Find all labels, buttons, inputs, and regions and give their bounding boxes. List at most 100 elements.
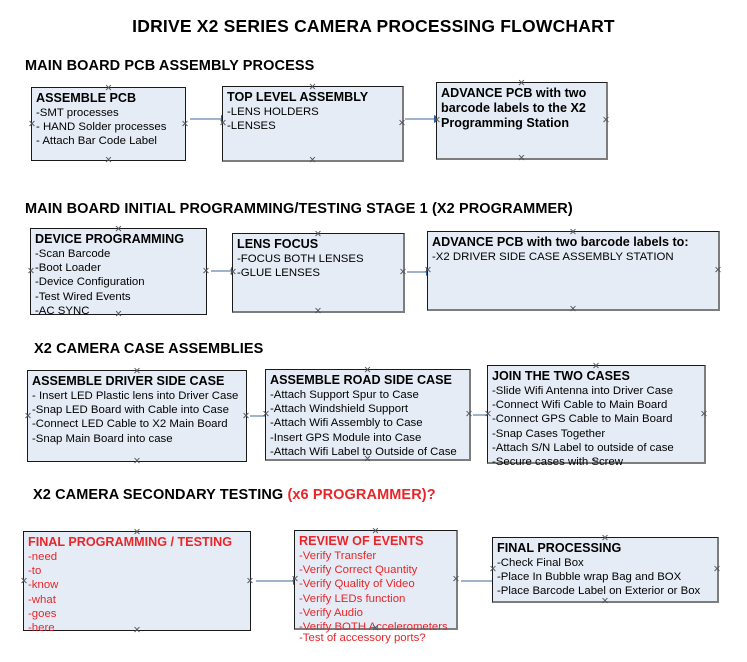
box-line: -Connect LED Cable to X2 Main Board xyxy=(32,418,228,431)
box-final-processing[interactable]: FINAL PROCESSING -Check Final Box -Place… xyxy=(489,533,721,606)
section-heading-2-text: MAIN BOARD INITIAL PROGRAMMING/TESTING S… xyxy=(25,201,573,217)
section-heading-4: X2 CAMERA SECONDARY TESTING (x6 PROGRAMM… xyxy=(33,487,436,503)
resize-handle-bottom[interactable]: ✕ xyxy=(517,152,526,164)
box-line: - Insert LED Plastic lens into Driver Ca… xyxy=(32,390,239,402)
resize-handle-bottom[interactable]: ✕ xyxy=(104,154,113,166)
box-title: JOIN THE TWO CASES xyxy=(492,369,630,383)
box-line: -Place In Bubble wrap Bag and BOX xyxy=(497,571,682,584)
box-assemble-pcb[interactable]: ASSEMBLE PCB -SMT processes - HAND Solde… xyxy=(28,83,189,165)
resize-handle-bottom[interactable]: ✕ xyxy=(314,305,322,317)
box-advance-pcb-driver-side[interactable]: ADVANCE PCB with two barcode labels to: … xyxy=(424,227,722,315)
resize-handle-bottom[interactable]: ✕ xyxy=(308,154,317,166)
box-title: FINAL PROCESSING xyxy=(497,541,622,555)
box-line: -Snap LED Board with Cable into Case xyxy=(32,404,229,417)
box-line: -to xyxy=(28,565,42,578)
box-line: -FOCUS BOTH LENSES xyxy=(237,253,364,265)
box-line: -Verify Transfer xyxy=(299,550,377,562)
box-line: -LENSES xyxy=(227,120,276,133)
resize-handle-right[interactable]: ✕ xyxy=(700,408,708,420)
box-title: TOP LEVEL ASSEMBLY xyxy=(227,90,369,104)
box-line: -Connect GPS Cable to Main Board xyxy=(492,413,673,426)
box-title: ASSEMBLE ROAD SIDE CASE xyxy=(270,373,452,387)
box-line: -SMT processes xyxy=(36,107,119,119)
box-assemble-road-side-case[interactable]: ASSEMBLE ROAD SIDE CASE -Attach Support … xyxy=(262,365,473,464)
box-final-programming-testing[interactable]: FINAL PROGRAMMING / TESTING -need -to -k… xyxy=(20,527,254,635)
resize-handle-right[interactable]: ✕ xyxy=(713,564,721,575)
box-line: -know xyxy=(28,579,59,592)
box-line: -Attach S/N Label to outside of case xyxy=(492,441,674,454)
arrow-assemble-pcb-to-top-level xyxy=(190,114,229,123)
box-line: -Snap Main Board into case xyxy=(32,432,173,445)
box-line: -AC SYNC xyxy=(35,304,90,317)
box-line: -what xyxy=(28,593,56,606)
arrow-device-programming-to-lens-focus xyxy=(211,266,239,275)
box-title: DEVICE PROGRAMMING xyxy=(35,232,185,246)
box-line: -X2 DRIVER SIDE CASE ASSEMBLY STATION xyxy=(432,251,674,263)
box-line: -Boot Loader xyxy=(35,262,101,275)
box-title: LENS FOCUS xyxy=(237,237,319,251)
resize-handle-right[interactable]: ✕ xyxy=(246,575,254,587)
resize-handle-right[interactable]: ✕ xyxy=(452,574,460,585)
box-line: -Device Configuration xyxy=(35,276,145,289)
resize-handle-right[interactable]: ✕ xyxy=(181,118,189,130)
box-line: -Place Barcode Label on Exterior or Box xyxy=(497,585,701,598)
resize-handle-right[interactable]: ✕ xyxy=(714,265,722,276)
box-advance-pcb-station[interactable]: ADVANCE PCB with two barcode labels to t… xyxy=(433,78,610,164)
box-assemble-driver-side-case[interactable]: ASSEMBLE DRIVER SIDE CASE - Insert LED P… xyxy=(24,366,250,466)
box-title: ASSEMBLE DRIVER SIDE CASE xyxy=(32,374,225,388)
section-heading-4-accent: (x6 PROGRAMMER)? xyxy=(287,487,436,503)
box-title: FINAL PROGRAMMING / TESTING xyxy=(28,535,233,549)
section-heading-3: X2 CAMERA CASE ASSEMBLIES xyxy=(34,341,263,357)
box-line: -Attach Wifi Assembly to Case xyxy=(270,417,423,430)
box-line: -Snap Cases Together xyxy=(492,427,606,440)
arrow-review-events-to-final-processing xyxy=(461,576,500,585)
box-title: ADVANCE PCB with two barcode labels to t… xyxy=(441,86,587,130)
box-title: ASSEMBLE PCB xyxy=(36,91,137,105)
arrow-lens-focus-to-advance-pcb xyxy=(407,267,434,276)
box-device-programming[interactable]: DEVICE PROGRAMMING -Scan Barcode -Boot L… xyxy=(27,224,210,319)
section-heading-4-text: X2 CAMERA SECONDARY TESTING xyxy=(33,487,288,503)
box-line: -Connect Wifi Cable to Main Board xyxy=(492,399,668,412)
box-line: -need xyxy=(28,551,58,563)
box-title: ADVANCE PCB with two barcode labels to: xyxy=(432,235,689,249)
section-heading-2: MAIN BOARD INITIAL PROGRAMMING/TESTING S… xyxy=(25,201,573,217)
box-overflow-line: -Test of accessory ports? xyxy=(299,632,426,644)
arrow-top-level-to-advance-pcb xyxy=(405,114,442,123)
section-heading-1: MAIN BOARD PCB ASSEMBLY PROCESS xyxy=(25,58,314,74)
box-line: -Check Final Box xyxy=(497,557,584,569)
section-heading-3-text: X2 CAMERA CASE ASSEMBLIES xyxy=(34,341,264,357)
section-heading-1-text: MAIN BOARD PCB ASSEMBLY PROCESS xyxy=(25,58,315,74)
box-join-the-two-cases[interactable]: JOIN THE TWO CASES -Slide Wifi Antenna i… xyxy=(484,361,708,468)
box-line: -Verify BOTH Accelerometers xyxy=(299,621,448,634)
box-line: -Verify Audio xyxy=(299,606,363,619)
box-line: -Verify Quality of Video xyxy=(299,578,415,591)
box-line: -Slide Wifi Antenna into Driver Case xyxy=(492,385,674,397)
box-line: -Verify LEDs function xyxy=(299,592,406,605)
resize-handle-right[interactable]: ✕ xyxy=(398,118,406,129)
box-review-of-events[interactable]: REVIEW OF EVENTS -Verify Transfer -Verif… xyxy=(291,526,460,644)
resize-handle-bottom[interactable]: ✕ xyxy=(569,303,577,315)
arrow-final-programming-to-review-events xyxy=(256,576,301,585)
resize-handle-right[interactable]: ✕ xyxy=(602,115,610,126)
box-line: -GLUE LENSES xyxy=(237,267,320,280)
box-lens-focus[interactable]: LENS FOCUS -FOCUS BOTH LENSES -GLUE LENS… xyxy=(229,229,407,317)
box-line: -Test Wired Events xyxy=(35,290,131,303)
box-line: - HAND Solder processes xyxy=(36,121,167,134)
box-line: - Attach Bar Code Label xyxy=(36,135,157,148)
resize-handle-right[interactable]: ✕ xyxy=(202,266,210,277)
box-line: -Insert GPS Module into Case xyxy=(270,431,422,444)
box-line: -Scan Barcode xyxy=(35,248,111,260)
box-line: -here xyxy=(28,622,55,635)
box-line: -goes xyxy=(28,607,57,620)
box-top-level-assembly[interactable]: TOP LEVEL ASSEMBLY -LENS HOLDERS -LENSES… xyxy=(219,82,406,166)
box-line: -Attach Support Spur to Case xyxy=(270,389,419,401)
arrow-road-case-to-join-cases xyxy=(473,410,495,419)
box-title: REVIEW OF EVENTS xyxy=(299,534,424,548)
box-line: -LENS HOLDERS xyxy=(227,106,319,118)
page-title: IDRIVE X2 SERIES CAMERA PROCESSING FLOWC… xyxy=(132,16,615,36)
box-line: -Secure cases with Screw xyxy=(492,456,624,469)
resize-handle-bottom[interactable]: ✕ xyxy=(133,455,141,467)
box-line: -Attach Wifi Label to Outside of Case xyxy=(270,445,457,458)
box-line: -Attach Windshield Support xyxy=(270,403,409,416)
